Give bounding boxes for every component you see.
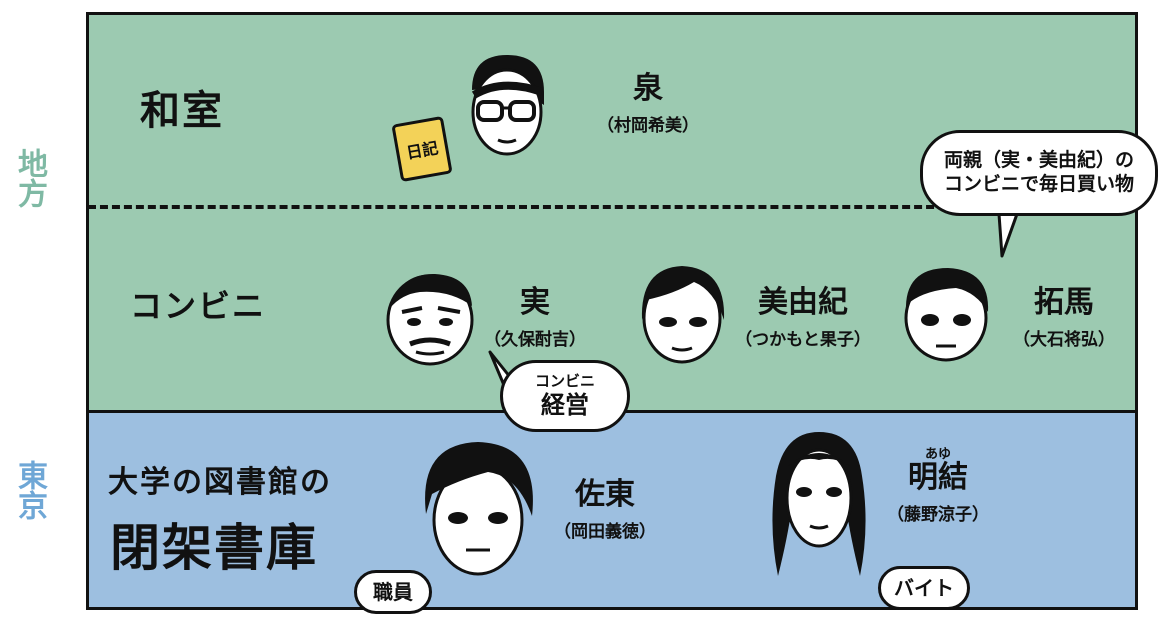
- place-washitsu: 和室: [140, 88, 224, 134]
- ayu-role: 明結: [908, 460, 968, 495]
- parents-shopping-bubble: 両親（実・美由紀）の コンビニで毎日買い物: [920, 130, 1158, 216]
- minoru-role: 実: [520, 285, 550, 320]
- ayu-face-icon: [772, 432, 866, 576]
- ayu-label: あゆ 明結 （藤野涼子）: [868, 448, 1008, 525]
- region-label-rural: 地方: [12, 148, 47, 208]
- minoru-actor: （久保酎吉）: [484, 330, 586, 350]
- ayu-ruby: あゆ: [924, 447, 951, 462]
- yumiki-actor: （つかもと果子）: [735, 330, 871, 350]
- izumi-role: 泉: [633, 71, 663, 106]
- sato-label: 佐東 （岡田義徳）: [540, 478, 670, 542]
- yumiki-label: 美由紀 （つかもと果子）: [728, 286, 878, 350]
- izumi-actor: （村岡希美）: [597, 116, 699, 136]
- manage-bubble-line2: 経営: [540, 391, 589, 420]
- yumiki-face-icon: [641, 266, 725, 364]
- manage-bubble: コンビニ 経営: [500, 360, 630, 432]
- minoru-label: 実 （久保酎吉）: [470, 286, 600, 350]
- yumiki-role: 美由紀: [758, 285, 848, 320]
- parents-bubble-line1: 両親（実・美由紀）の: [943, 149, 1134, 172]
- region-label-tokyo: 東京: [12, 460, 47, 520]
- floor-divider-dashed: [88, 205, 958, 209]
- ayu-actor: （藤野涼子）: [887, 505, 989, 525]
- place-konbini: コンビニ: [130, 287, 267, 325]
- parents-bubble-line2: コンビニで毎日買い物: [943, 173, 1134, 195]
- place-library-line1: 大学の図書館の: [108, 465, 332, 500]
- takuma-role: 拓馬: [1034, 285, 1094, 320]
- sato-actor: （岡田義徳）: [554, 522, 656, 542]
- place-library-line2: 閉架書庫: [110, 519, 318, 577]
- minoru-face-icon: [386, 273, 474, 366]
- sato-face-icon: [425, 442, 533, 576]
- takuma-label: 拓馬 （大石将弘）: [1000, 286, 1128, 350]
- staff-bubble: 職員: [354, 570, 432, 614]
- izumi-face-icon: [471, 55, 544, 156]
- diary-book-icon: 日記: [391, 115, 453, 183]
- parttime-bubble: バイト: [878, 566, 970, 610]
- izumi-label: 泉 （村岡希美）: [588, 72, 708, 136]
- manage-bubble-line1: コンビニ: [534, 371, 595, 390]
- takuma-face-icon: [904, 268, 989, 362]
- sato-role: 佐東: [575, 477, 635, 512]
- takuma-actor: （大石将弘）: [1013, 330, 1115, 350]
